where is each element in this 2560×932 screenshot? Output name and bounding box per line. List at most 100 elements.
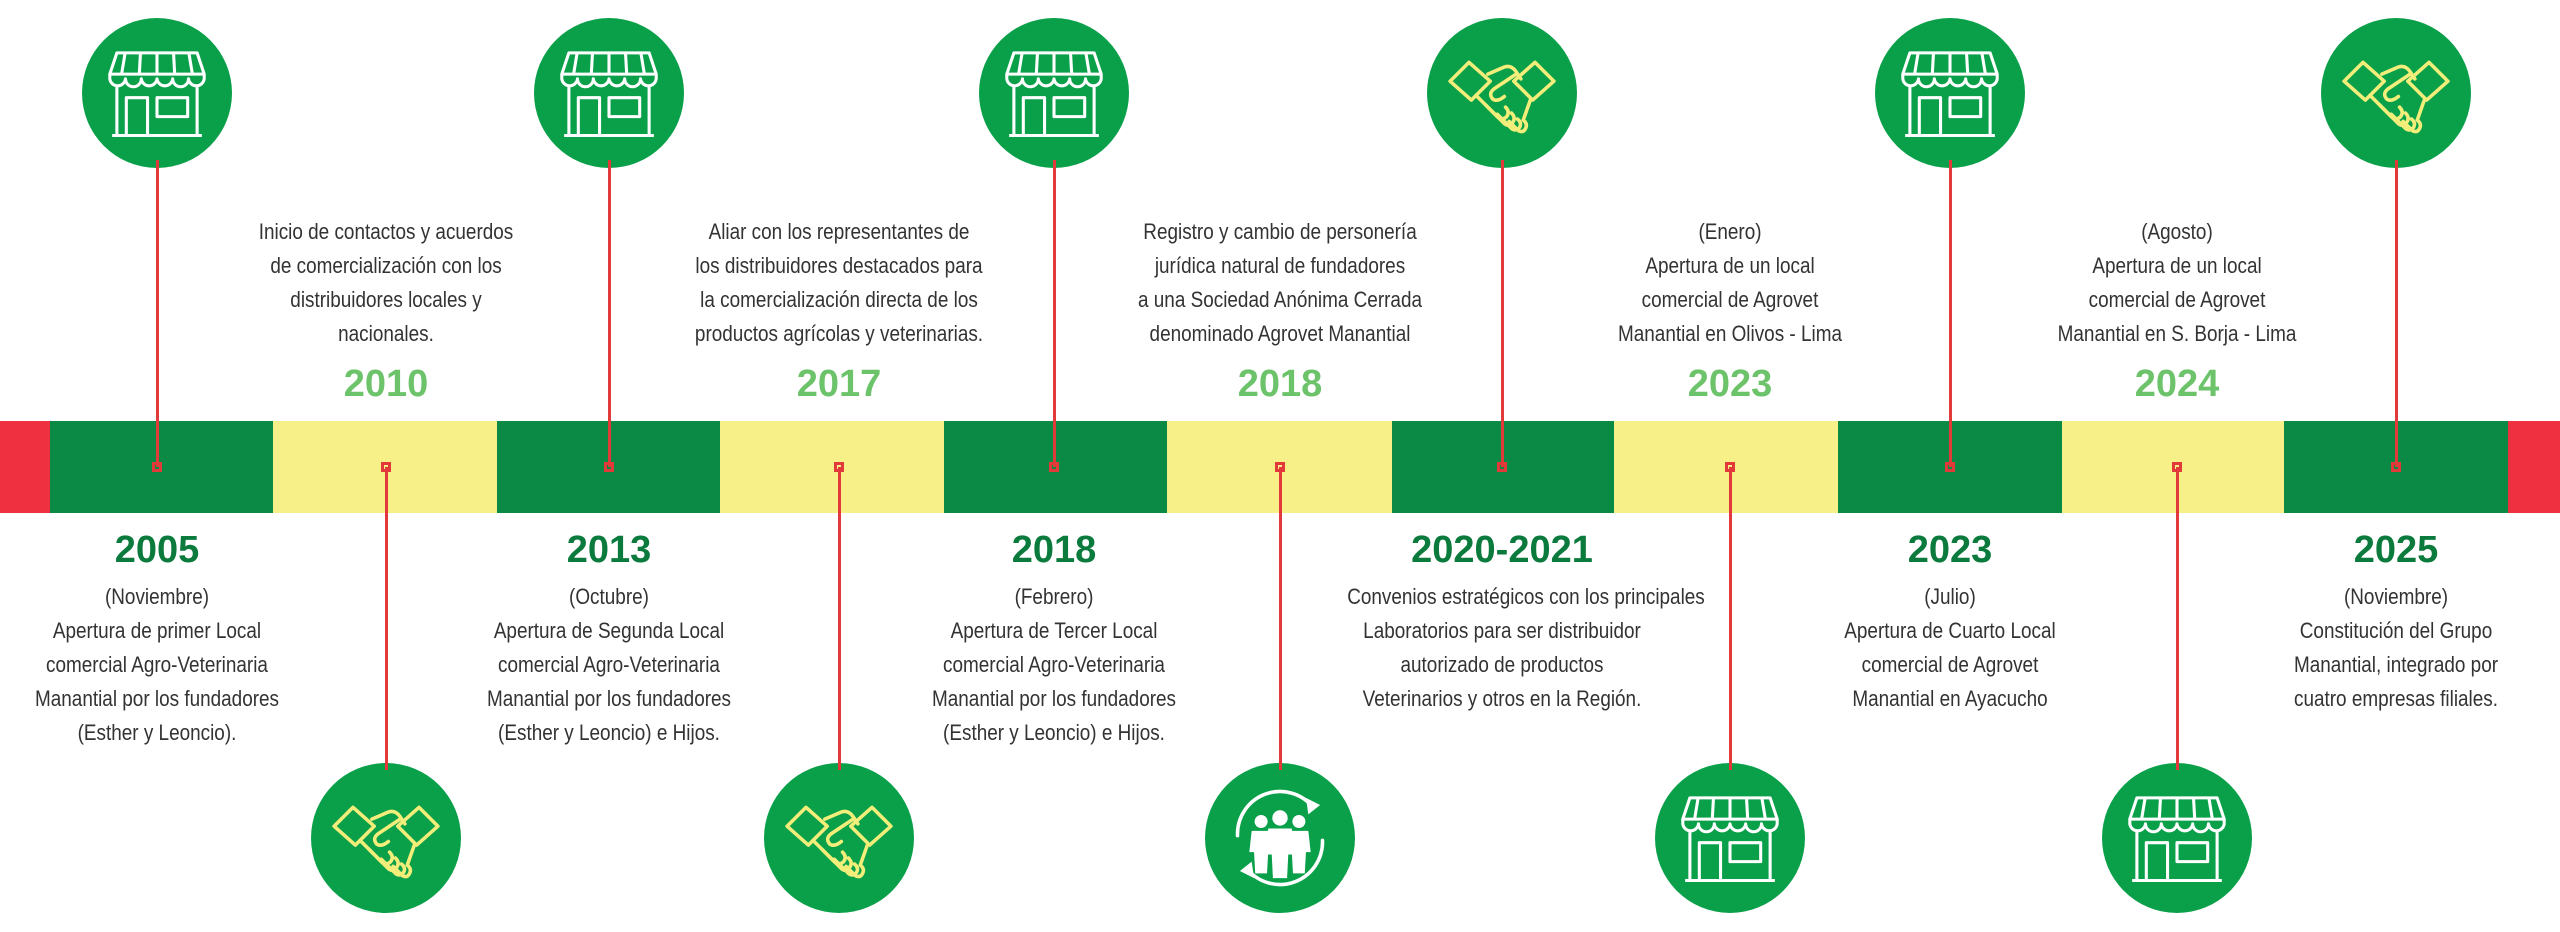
milestone-description-line: Manantial por los fundadores — [486, 686, 731, 711]
milestone-description-line: cuatro empresas filiales. — [2293, 686, 2499, 711]
milestone-description-line: nacionales. — [338, 321, 434, 346]
milestone-icon-circle — [1875, 18, 2025, 168]
store-icon — [1901, 51, 1999, 138]
milestone-marker — [1275, 462, 1285, 472]
milestone-year: 2010 — [343, 363, 429, 405]
milestone-description-line: Manantial en S. Borja - Lima — [2057, 321, 2297, 346]
store-icon — [2128, 796, 2226, 883]
milestone-description: Aliar con los representantes de los distr… — [684, 215, 994, 351]
milestone-description-line: Apertura de primer Local — [52, 618, 262, 643]
milestone-description-line: productos agrícolas y veterinarias. — [694, 321, 984, 346]
milestone-description-line: Apertura de Segunda Local — [493, 618, 725, 643]
milestone-description: (Agosto) Apertura de un local comercial de… — [2022, 215, 2332, 351]
milestone-marker — [834, 462, 844, 472]
milestone-description-line: jurídica natural de fundadores — [1154, 253, 1406, 278]
milestone-year: 2024 — [2134, 363, 2220, 405]
milestone-connector — [607, 160, 611, 467]
milestone-description-line: comercial de Agrovet — [1861, 652, 2039, 677]
milestone-description-line: los distribuidores destacados para — [695, 253, 983, 278]
milestone-description-line: Aliar con los representantes de — [708, 219, 970, 244]
milestone-marker — [381, 462, 391, 472]
milestone-description-line: comercial de Agrovet — [1641, 287, 1819, 312]
milestone-description-line: comercial de Agrovet — [2088, 287, 2266, 312]
milestone-icon-circle — [311, 763, 461, 913]
milestone-description-line: (Febrero) — [1014, 584, 1094, 609]
milestone-connector — [1948, 160, 1952, 467]
timeline-bar-segment — [720, 421, 944, 513]
milestone-icon-circle — [1205, 763, 1355, 913]
store-icon — [1681, 796, 1779, 883]
milestone-connector — [837, 467, 841, 770]
milestone-icon-circle — [534, 18, 684, 168]
milestone-connector — [1278, 467, 1282, 770]
handshake-icon — [1448, 60, 1556, 134]
milestone-marker — [2172, 462, 2182, 472]
milestone-description-line: (Esther y Leoncio) e Hijos. — [943, 720, 1165, 745]
milestone-description-line: Constitución del Grupo — [2299, 618, 2493, 643]
milestone-year: 2018 — [1011, 529, 1097, 571]
milestone-icon-circle — [764, 763, 914, 913]
milestone-year: 2018 — [1237, 363, 1323, 405]
milestone-description-line: (Agosto) — [2141, 219, 2213, 244]
milestone-description: Registro y cambio de personería jurídica … — [1125, 215, 1435, 351]
handshake-icon — [2342, 60, 2450, 134]
team-icon — [1235, 789, 1325, 887]
milestone-description-line: (Enero) — [1698, 219, 1762, 244]
milestone-icon-circle — [1427, 18, 1577, 168]
milestone-connector — [2175, 467, 2179, 770]
milestone-description-line: Veterinarios y otros en la Región. — [1362, 686, 1642, 711]
timeline-bar-segment — [944, 421, 1167, 513]
store-icon — [108, 51, 206, 138]
milestone-description-line: (Octubre) — [569, 584, 649, 609]
timeline-bar-end — [0, 421, 50, 513]
milestone-description-line: Manantial en Ayacucho — [1852, 686, 2048, 711]
milestone-description-line: Apertura de Cuarto Local — [1844, 618, 2056, 643]
milestone-description-line: Manantial, integrado por — [2293, 652, 2499, 677]
store-icon — [560, 51, 658, 138]
milestone-description-line: distribuidores locales y — [290, 287, 482, 312]
milestone-icon-circle — [1655, 763, 1805, 913]
milestone-description-line: Apertura de Tercer Local — [950, 618, 1158, 643]
milestone-description-line: Manantial por los fundadores — [931, 686, 1176, 711]
milestone-marker — [1049, 462, 1059, 472]
milestone-year: 2017 — [796, 363, 882, 405]
milestone-year: 2023 — [1907, 529, 1993, 571]
milestone-marker — [1725, 462, 1735, 472]
milestone-connector — [2394, 160, 2398, 467]
handshake-icon — [785, 805, 893, 879]
milestone-description-line: comercial Agro-Veterinaria — [498, 652, 720, 677]
timeline-bar-end — [2508, 421, 2560, 513]
milestone-description-line: Registro y cambio de personería — [1143, 219, 1417, 244]
milestone-year: 2025 — [2353, 529, 2439, 571]
milestone-marker — [1945, 462, 1955, 472]
milestone-marker — [152, 462, 162, 472]
milestone-description: (Febrero) Apertura de Tercer Local comerci… — [899, 580, 1209, 750]
milestone-connector — [1728, 467, 1732, 770]
milestone-description: Convenios estratégicos con los principal… — [1347, 580, 1705, 716]
milestone-description-line: (Esther y Leoncio). — [77, 720, 237, 745]
milestone-year: 2005 — [114, 529, 200, 571]
milestone-description-line: (Esther y Leoncio) e Hijos. — [498, 720, 720, 745]
milestone-connector — [1052, 160, 1056, 467]
milestone-connector — [384, 467, 388, 770]
milestone-description-line: (Noviembre) — [104, 584, 210, 609]
milestone-description-line: (Noviembre) — [2343, 584, 2449, 609]
milestone-year: 2020-2021 — [1411, 529, 1593, 571]
milestone-icon-circle — [979, 18, 1129, 168]
milestone-description: (Octubre) Apertura de Segunda Local comerc… — [454, 580, 764, 750]
milestone-description-line: (Julio) — [1924, 584, 1976, 609]
milestone-description-line: Manantial en Olivos - Lima — [1617, 321, 1842, 346]
milestone-description-line: autorizado de productos — [1400, 652, 1604, 677]
store-icon — [1005, 51, 1103, 138]
milestone-icon-circle — [2321, 18, 2471, 168]
milestone-description-line: Apertura de un local — [2092, 253, 2262, 278]
milestone-description-line: Inicio de contactos y acuerdos — [258, 219, 514, 244]
milestone-description-line: comercial Agro-Veterinaria — [943, 652, 1165, 677]
milestone-description-line: la comercialización directa de los — [700, 287, 978, 312]
milestone-year: 2013 — [566, 529, 652, 571]
milestone-connector — [1500, 160, 1504, 467]
milestone-connector — [155, 160, 159, 467]
handshake-icon — [332, 805, 440, 879]
milestone-description-line: a una Sociedad Anónima Cerrada — [1137, 287, 1422, 312]
